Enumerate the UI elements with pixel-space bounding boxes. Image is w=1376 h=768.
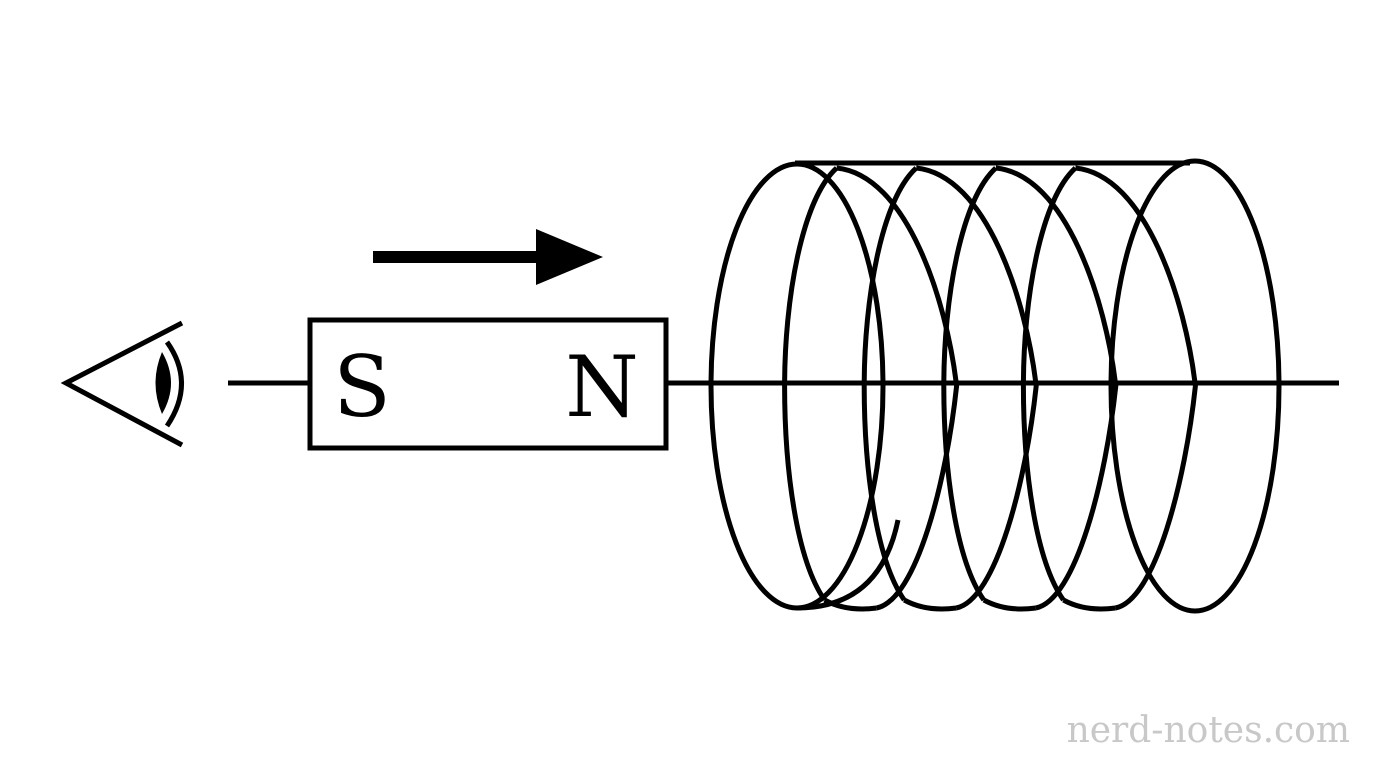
coil-turn: [1062, 597, 1116, 612]
bar-magnet: S N: [307, 317, 669, 451]
coil-turn: [1020, 166, 1078, 602]
coil-turn: [836, 165, 960, 611]
magnet-body: [307, 317, 669, 451]
coil: [708, 158, 1282, 614]
coil-front-loop: [708, 161, 886, 611]
coil-turn: [982, 597, 1037, 612]
eye-icon: [60, 320, 184, 448]
watermark-text: nerd-notes.com: [1067, 710, 1350, 751]
arrow-head: [536, 229, 603, 285]
eye-lid-curve: [164, 340, 184, 428]
right-arrow-icon: [373, 229, 603, 285]
coil-turn: [995, 165, 1119, 611]
coil-turn: [782, 166, 839, 602]
north-pole-label: N: [565, 338, 639, 436]
eye-pupil: [155, 352, 171, 414]
eye-outline: [60, 320, 184, 448]
coil-back-loop: [1108, 158, 1282, 614]
coil-turn: [903, 597, 957, 612]
coil-turn: [861, 166, 918, 602]
coil-turn: [941, 166, 998, 602]
coil-turn: [915, 165, 1039, 611]
coil-turn: [796, 519, 901, 611]
south-pole-label: S: [333, 338, 391, 436]
coil-turn: [823, 597, 877, 612]
